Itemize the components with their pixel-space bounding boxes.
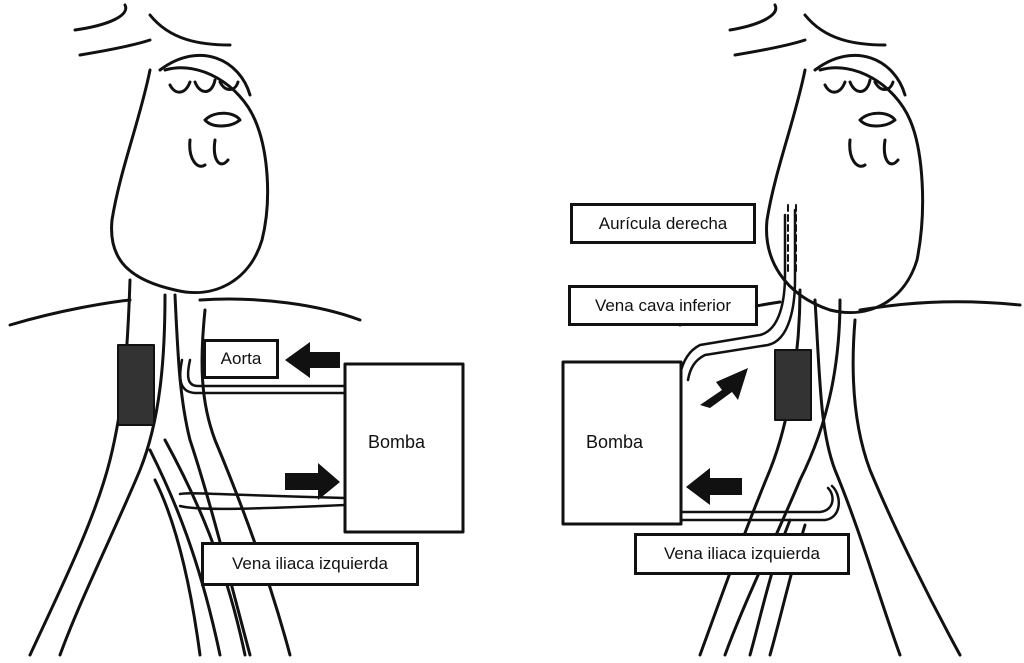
left-great-vessels	[73, 3, 252, 97]
right-arrow-to-atrium	[700, 368, 748, 408]
left-pump-box	[343, 362, 465, 534]
right-atrium-cannula	[678, 208, 797, 382]
right-heart-valves	[823, 78, 900, 168]
right-atrium-cannula-dashed	[787, 204, 797, 276]
left-aorta-vessel	[28, 278, 167, 657]
left-arrow-to-aorta	[285, 342, 340, 378]
label-right-atrium: Aurícula derecha	[570, 203, 756, 244]
left-graft-hatch	[117, 344, 155, 426]
left-outflow-cannula	[178, 358, 347, 395]
left-diaphragm	[8, 297, 362, 327]
right-heart	[765, 66, 925, 315]
left-heart-valves	[168, 78, 242, 168]
left-iliac-vessels	[148, 438, 247, 657]
label-iliac-vein-right: Vena iliaca izquierda	[634, 533, 850, 575]
label-pump-right: Bomba	[586, 432, 644, 452]
right-anatomy	[561, 3, 1022, 657]
right-great-vessels	[728, 3, 907, 97]
left-heart	[110, 66, 270, 295]
label-iliac-vein-left: Vena iliaca izquierda	[201, 542, 419, 586]
left-inflow-cannula	[178, 491, 347, 511]
left-ivc-vessel	[173, 293, 292, 657]
right-arrow-to-pump	[686, 468, 742, 505]
right-inflow-cannula	[678, 484, 840, 522]
left-anatomy	[8, 3, 465, 657]
label-ivc: Vena cava inferior	[568, 285, 758, 326]
label-pump-left: Bomba	[368, 432, 426, 452]
label-aorta: Aorta	[203, 339, 279, 379]
left-arrow-to-pump	[285, 463, 340, 500]
right-graft-hatch	[774, 349, 812, 421]
right-pump-box	[561, 360, 683, 526]
right-ivc-vessel	[813, 298, 962, 657]
